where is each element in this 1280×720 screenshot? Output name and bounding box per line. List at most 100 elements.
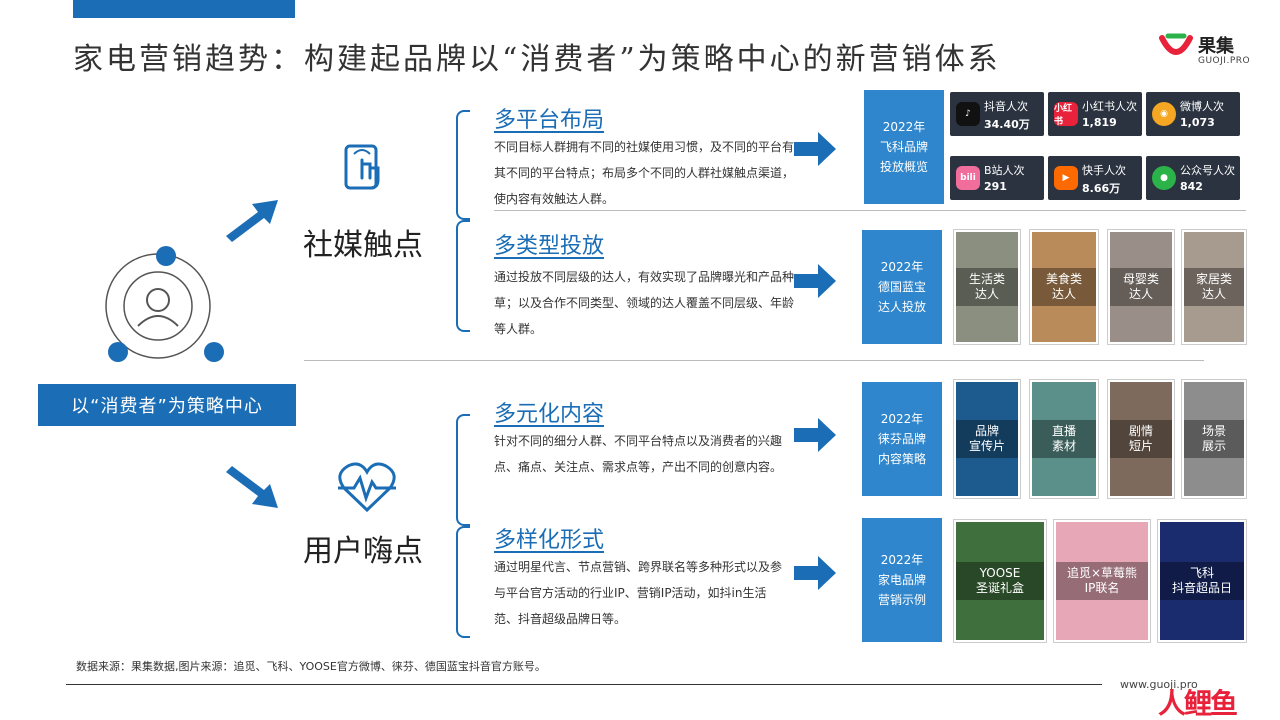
content-thumb: 剧情短片 [1108, 380, 1174, 498]
info-box-1: 2022年 飞科品牌 投放概览 [864, 90, 944, 204]
section-desc-1: 不同目标人群拥有不同的社媒使用习惯，及不同的平台有其不同的平台特点；布局多个不同… [494, 140, 795, 206]
thumb-label: 美食类达人 [1032, 268, 1096, 306]
footer-line [66, 684, 1102, 685]
top-accent-bar [73, 0, 295, 18]
kol-thumb: 家居类达人 [1182, 230, 1246, 344]
kol-thumb: 美食类达人 [1030, 230, 1098, 344]
content-thumb: 直播素材 [1030, 380, 1098, 498]
section-divider [494, 210, 1246, 211]
guoji-logo: 果集 GUOJI.PRO [1158, 30, 1258, 70]
info-box-3-line-3: 内容策略 [877, 452, 926, 466]
thumb-label-line: 达人 [1201, 287, 1226, 301]
thumb-label: 家居类达人 [1184, 268, 1244, 306]
thumb-label-line: 抖音超品日 [1171, 581, 1232, 595]
thumb-label-line: 短片 [1128, 439, 1153, 453]
consumer-center-box: 以“消费者”为策略中心 [38, 384, 296, 426]
thumb-label-line: YOOSE [979, 566, 1021, 580]
thumb-label: 母婴类达人 [1110, 268, 1172, 306]
section-desc-2: 通过投放不同层级的达人，有效实现了品牌曝光和产品种草；以及合作不同类型、领域的达… [494, 270, 795, 336]
thumb-label-line: 剧情 [1128, 424, 1153, 438]
platform-name: 公众号人次 [1180, 164, 1235, 177]
section-title-2: 多类型投放 [494, 234, 605, 259]
content-thumb: 品牌宣传片 [954, 380, 1020, 498]
platform-name: B站人次 [984, 164, 1025, 177]
section-desc-4: 通过明星代言、节点营销、跨界联名等多种形式以及参与平台官方活动的行业IP、营销I… [494, 560, 783, 626]
main-divider [304, 360, 1204, 361]
bracket-user [456, 414, 470, 526]
consumer-icon [105, 246, 224, 362]
thumb-label: 品牌宣传片 [956, 420, 1018, 458]
info-box-4-line-2: 家电品牌 [877, 573, 926, 587]
thumb-label-line: 达人 [1051, 287, 1076, 301]
thumb-label-line: 品牌 [974, 424, 999, 438]
xiaohongshu-icon: 小红书 [1054, 102, 1078, 127]
data-source-note: 数据来源：果集数据,图片来源：追觅、飞科、YOOSE官方微博、徕芬、德国蓝宝抖音… [76, 660, 546, 673]
platform-value: 291 [984, 180, 1007, 193]
info-box-1-line-2: 飞科品牌 [879, 140, 928, 154]
platform-card-bilibili: bili B站人次 291 [950, 156, 1044, 200]
bilibili-icon: bili [956, 166, 980, 190]
logo-name: 果集 [1198, 36, 1234, 57]
thumb-label: 飞科抖音超品日 [1160, 562, 1244, 600]
thumb-label-line: 场景 [1201, 424, 1226, 438]
platform-card-wechat: ● 公众号人次 842 [1146, 156, 1240, 200]
thumb-label: 生活类达人 [956, 268, 1018, 306]
platform-card-xiaohongshu: 小红书 小红书人次 1,819 [1048, 92, 1142, 136]
thumb-label-line: 达人 [974, 287, 999, 301]
platform-card-weibo: ◉ 微博人次 1,073 [1146, 92, 1240, 136]
touch-hand-icon [344, 144, 380, 190]
thumb-label-line: 圣诞礼盒 [975, 581, 1024, 595]
section-title-1: 多平台布局 [494, 108, 605, 133]
info-box-3-line-1: 2022年 [880, 412, 924, 426]
heart-pulse-icon [338, 462, 396, 513]
platform-name: 小红书人次 [1082, 100, 1137, 113]
thumb-label-line: 生活类 [968, 272, 1005, 286]
section-desc-3: 针对不同的细分人群、不同平台特点以及消费者的兴趣点、痛点、关注点、需求点等，产出… [494, 434, 783, 474]
info-box-4-line-1: 2022年 [880, 553, 924, 567]
bracket-social-2 [456, 220, 470, 332]
section-title-4: 多样化形式 [494, 528, 605, 553]
arrow-right-icon [794, 264, 836, 298]
info-box-2-line-2: 德国蓝宝 [877, 280, 926, 294]
thumb-label-line: 直播 [1051, 424, 1076, 438]
arrow-up-right-icon [226, 200, 278, 242]
footer-brand: 人鲤鱼 [1158, 682, 1238, 720]
thumb-label-line: 达人 [1128, 287, 1153, 301]
platform-value: 842 [1180, 180, 1203, 193]
platform-name: 抖音人次 [984, 100, 1028, 113]
thumb-label-line: 宣传片 [968, 439, 1005, 453]
footer-url[interactable]: www.guoji.pro [1120, 678, 1198, 691]
arrow-down-right-icon [226, 466, 278, 508]
footer-brand-text: 人鲤鱼 [1158, 687, 1238, 720]
platform-value: 1,073 [1180, 116, 1215, 129]
thumb-label-line: 母婴类 [1122, 272, 1159, 286]
logo-sub: GUOJI.PRO [1198, 56, 1251, 66]
weibo-icon: ◉ [1152, 102, 1176, 126]
platform-name: 微博人次 [1180, 100, 1224, 113]
info-box-3: 2022年 徕芬品牌 内容策略 [862, 382, 942, 496]
platform-value: 1,819 [1082, 116, 1117, 129]
info-box-4-line-3: 营销示例 [877, 593, 926, 607]
thumb-label-line: 飞科 [1189, 566, 1214, 580]
info-box-2-line-3: 达人投放 [877, 300, 926, 314]
thumb-label-line: 追觅×草莓熊 [1066, 566, 1138, 580]
thumb-label: 场景展示 [1184, 420, 1244, 458]
thumb-label-line: 素材 [1051, 439, 1076, 453]
kol-thumb: 母婴类达人 [1108, 230, 1174, 344]
platform-value: 34.40万 [984, 118, 1030, 131]
platform-name: 快手人次 [1082, 164, 1126, 177]
info-box-3-line-2: 徕芬品牌 [877, 432, 926, 446]
kuaishou-icon: ▶ [1054, 166, 1078, 190]
platform-value: 8.66万 [1082, 182, 1121, 195]
info-box-1-line-1: 2022年 [882, 120, 926, 134]
section-title-3: 多元化内容 [494, 402, 605, 427]
thumb-label-line: 展示 [1201, 439, 1226, 453]
douyin-icon: ♪ [956, 102, 980, 126]
thumb-label: 直播素材 [1032, 420, 1096, 458]
content-thumb: 场景展示 [1182, 380, 1246, 498]
arrow-right-icon [794, 556, 836, 590]
branch-user-label: 用户嗨点 [303, 534, 423, 569]
